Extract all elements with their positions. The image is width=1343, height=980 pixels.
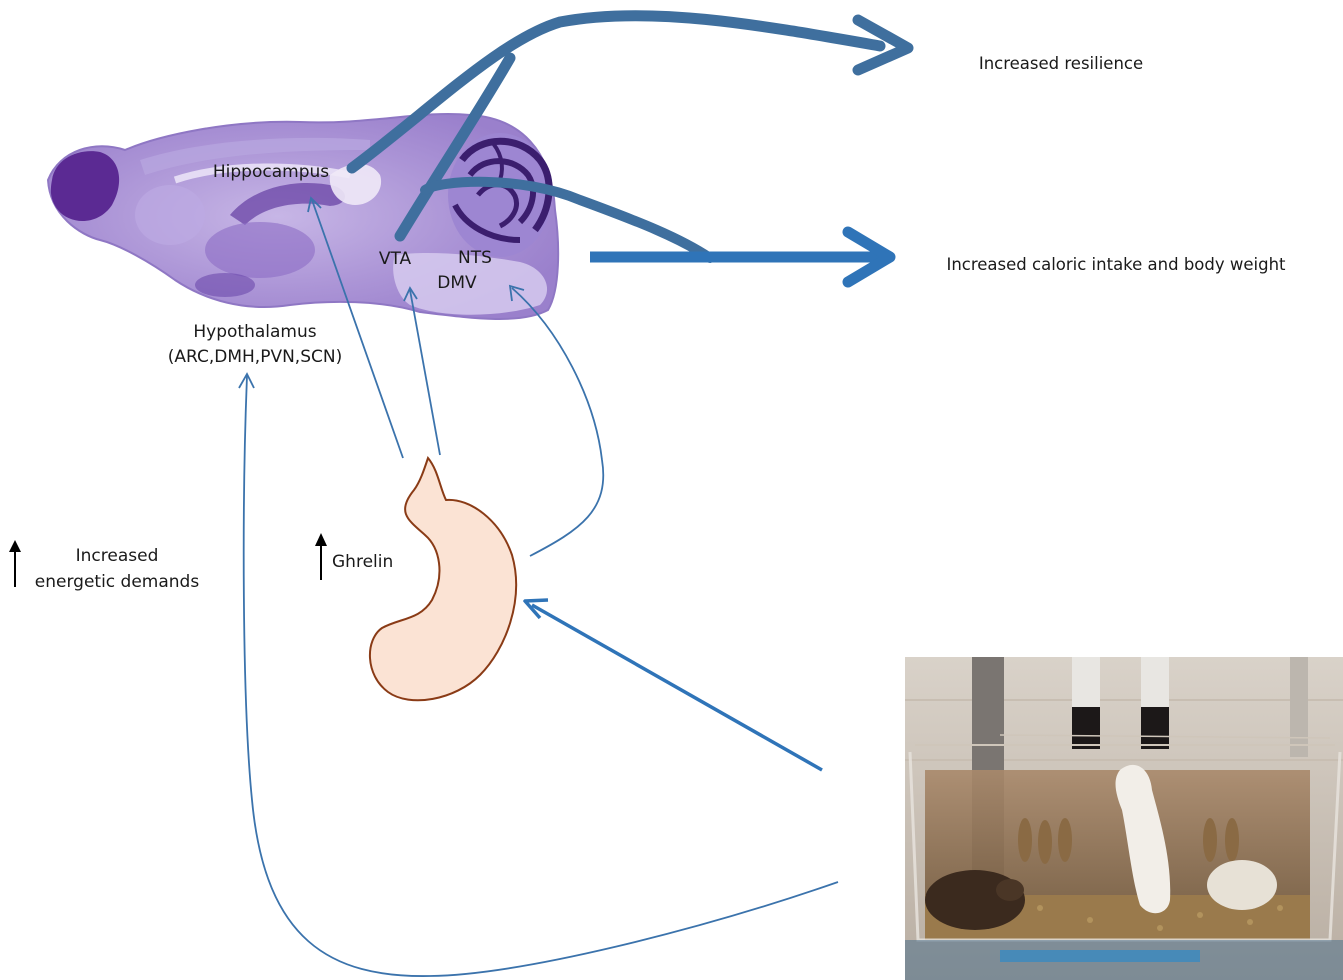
hypothalamus-region (195, 273, 255, 297)
label-ghrelin: Ghrelin (332, 552, 393, 572)
nest (1207, 860, 1277, 910)
label-outcome-intake: Increased caloric intake and body weight (946, 255, 1286, 274)
stomach-icon (370, 458, 516, 700)
label-dmv: DMV (437, 273, 477, 293)
label-nts: NTS (458, 248, 492, 268)
label-vta: VTA (379, 249, 412, 269)
label-outcome-resilience: Increased resilience (979, 54, 1143, 73)
cage-photo (905, 657, 1343, 980)
label-hippocampus: Hippocampus (213, 162, 329, 182)
cerebellum (448, 133, 552, 257)
arrow-stomach-to-nts (512, 288, 603, 556)
striatum-region (135, 185, 205, 245)
label-hypothalamus: Hypothalamus (193, 322, 316, 342)
brain-section-image (48, 114, 558, 319)
label-hypothalamus-nuclei: (ARC,DMH,PVN,SCN) (168, 347, 342, 367)
arrow-energetic-to-hypothalamus (244, 376, 838, 976)
signal-arrows (239, 198, 838, 976)
label-energetic-line1: Increased (76, 546, 159, 566)
up-arrow-icon-energetic (9, 540, 21, 587)
arrow-cage-to-stomach (525, 600, 822, 770)
up-arrow-icon-ghrelin (315, 533, 327, 580)
thalamus-region (205, 222, 315, 278)
label-energetic-line2: energetic demands (35, 572, 200, 592)
